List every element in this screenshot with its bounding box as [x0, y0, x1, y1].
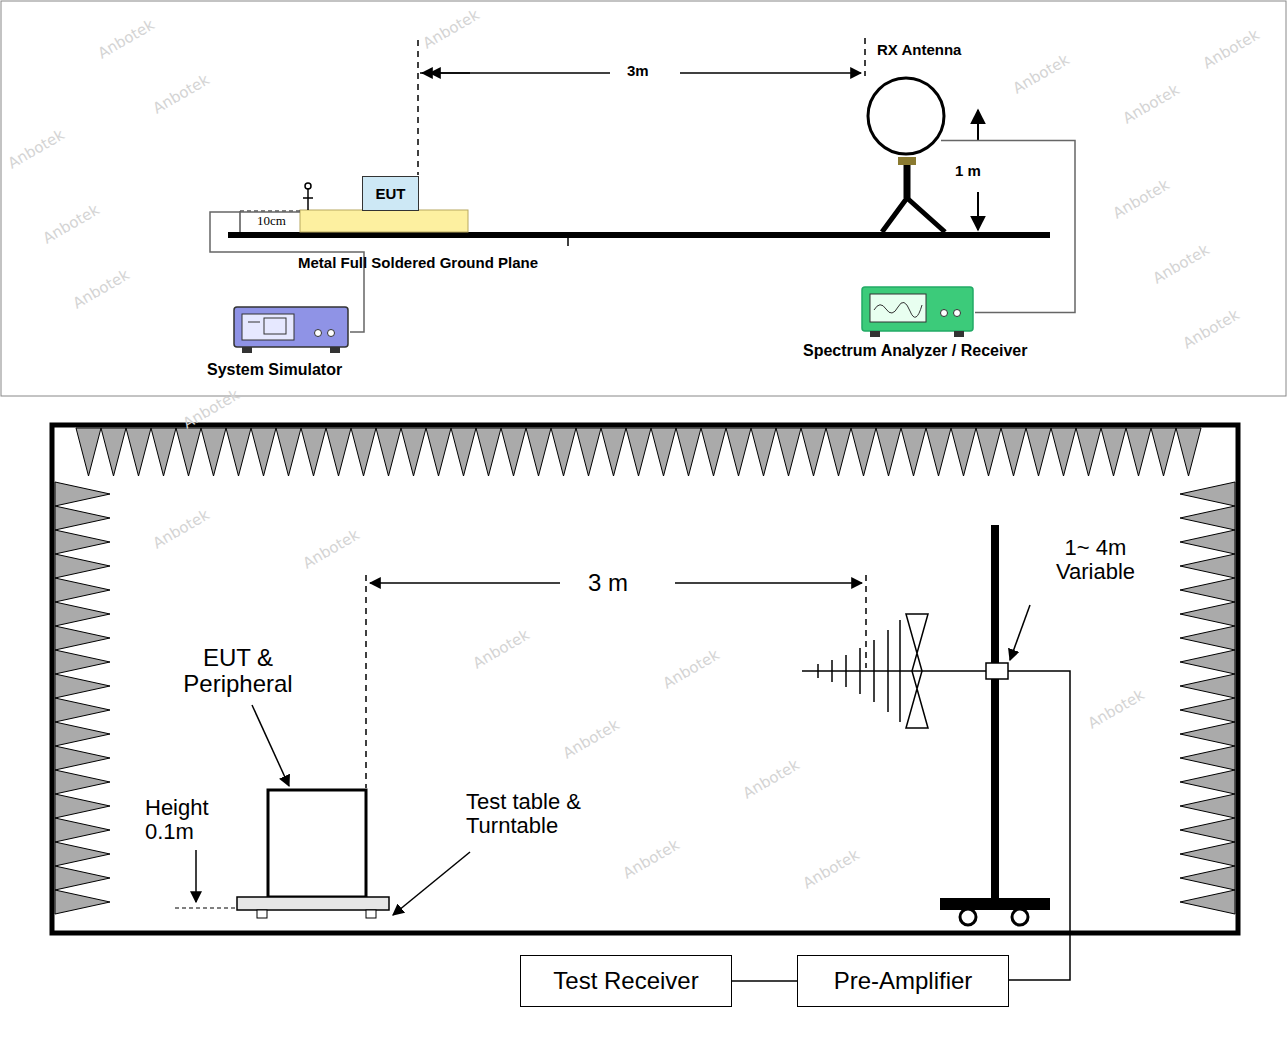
node-label: EUT [376, 185, 406, 202]
system-simulator: System Simulator [232, 305, 350, 355]
dimension-label: Height 0.1m [145, 796, 237, 844]
watermark: Anbotek [150, 71, 213, 118]
dimension-label: 3m [627, 63, 649, 80]
watermark: Anbotek [1110, 176, 1173, 223]
node-label: Spectrum Analyzer / Receiver [803, 342, 1027, 360]
watermark: Anbotek [1200, 26, 1263, 73]
dimension-label: Metal Full Soldered Ground Plane [298, 255, 538, 272]
loop-icon [865, 75, 947, 157]
dimension-label: 10cm [257, 214, 286, 228]
test-receiver-box: Test Receiver [520, 955, 732, 1007]
dimension-label: 3 m [588, 570, 628, 596]
watermark: Anbotek [95, 16, 158, 63]
node-label: System Simulator [207, 361, 342, 379]
sim-icon [232, 305, 350, 355]
watermark: Anbotek [1010, 51, 1073, 98]
watermark: Anbotek [5, 126, 68, 173]
watermark: Anbotek [1150, 241, 1213, 288]
dimension-label: Test table & Turntable [466, 790, 626, 838]
node-label: RX Antenna [877, 41, 961, 58]
node-label: Test Receiver [553, 967, 698, 995]
watermark: Anbotek [1120, 81, 1183, 128]
pre-amplifier-box: Pre-Amplifier [797, 955, 1009, 1007]
spectrum-analyzer: Spectrum Analyzer / Receiver [860, 285, 975, 340]
sa-icon [860, 285, 975, 340]
cable [732, 980, 797, 982]
watermark: Anbotek [40, 201, 103, 248]
dimension-label: 1 m [955, 163, 981, 180]
node-label: Pre-Amplifier [834, 967, 973, 995]
dimension-label: 1~ 4m Variable [1033, 536, 1158, 584]
watermark: Anbotek [70, 266, 133, 313]
watermark: Anbotek [420, 6, 483, 53]
rx-antenna: RX Antenna [865, 75, 947, 157]
watermark: Anbotek [1180, 306, 1243, 353]
dimension-label: EUT & Peripheral [168, 645, 308, 698]
eut-box: EUT [362, 176, 419, 211]
